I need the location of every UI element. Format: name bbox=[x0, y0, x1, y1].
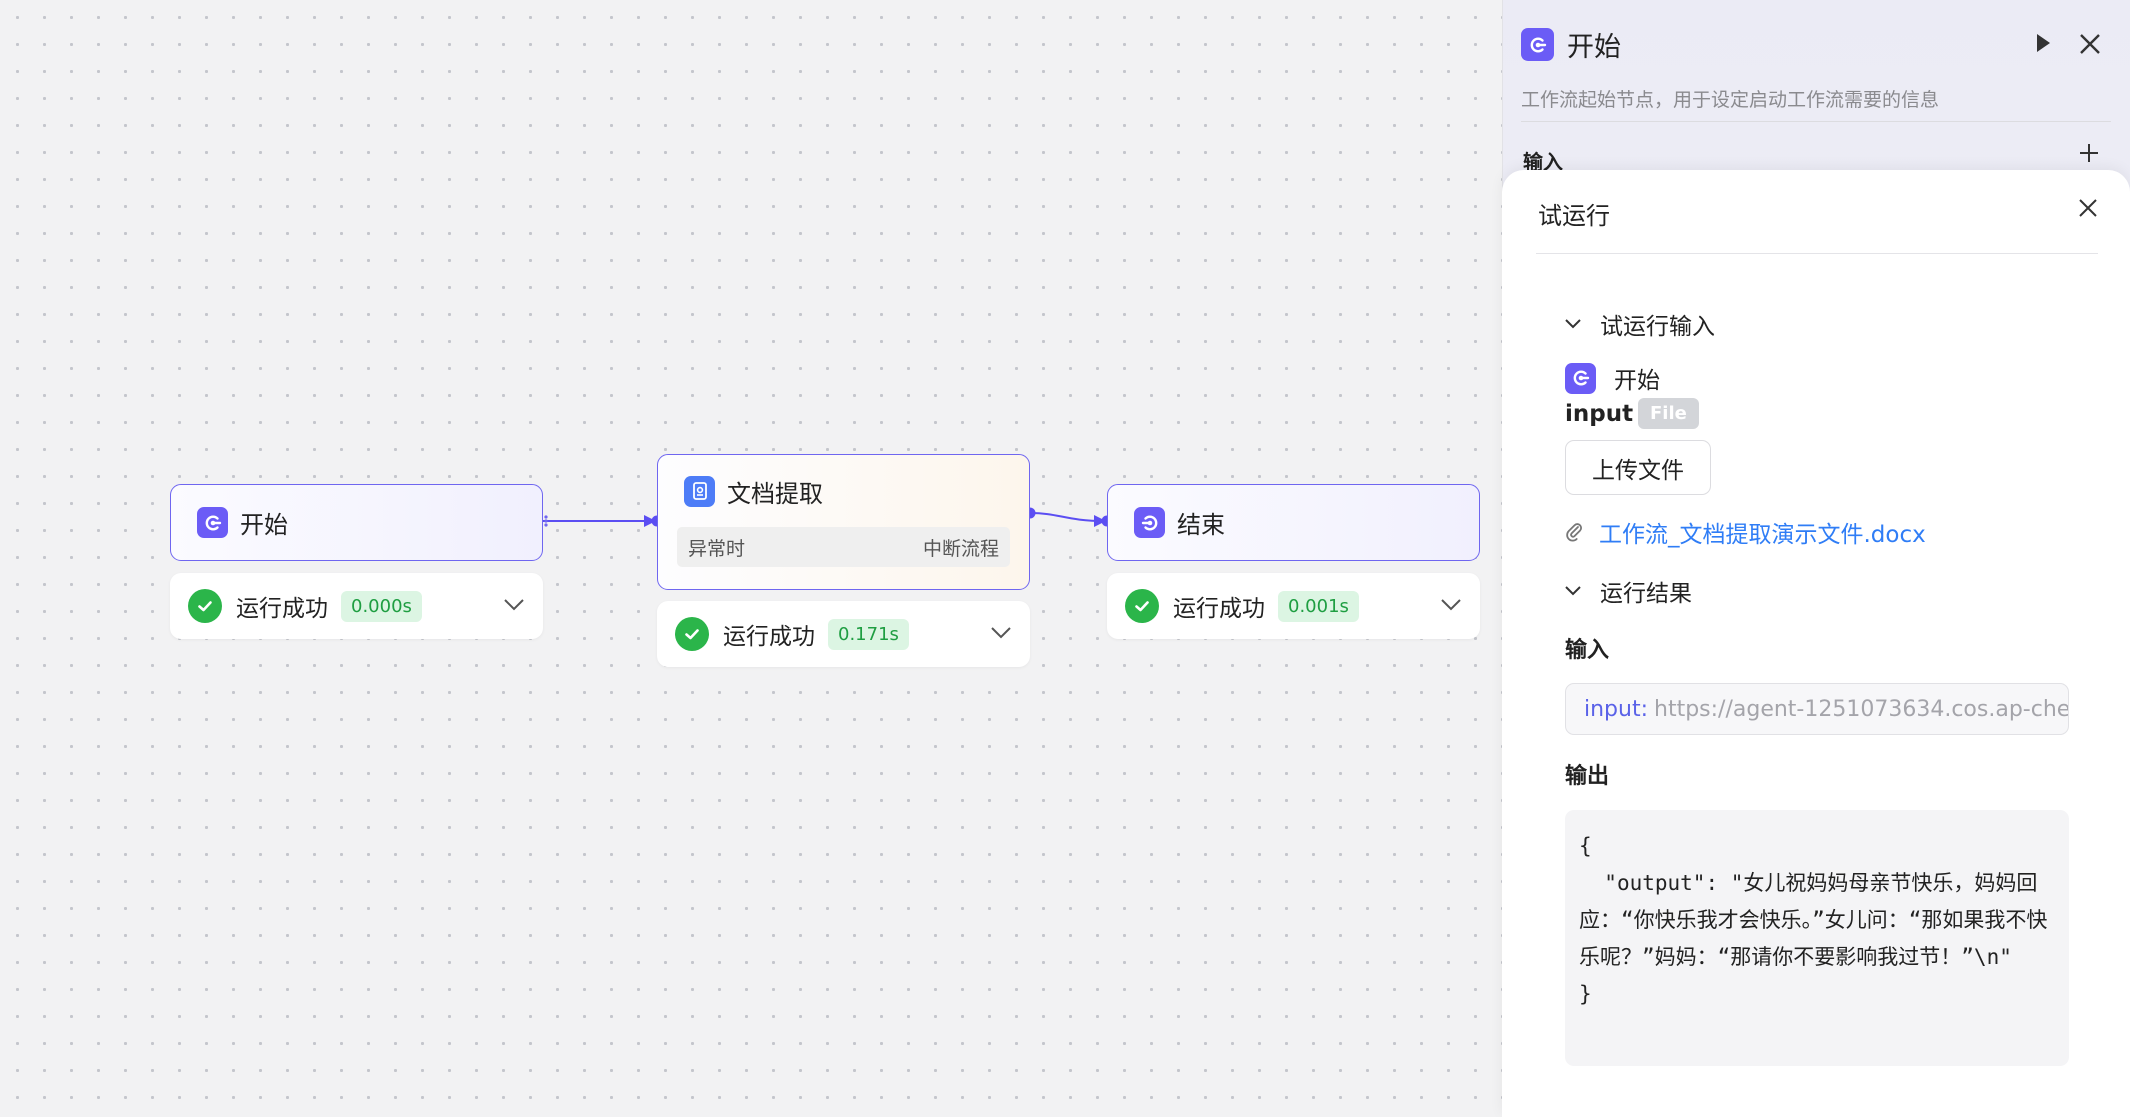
result-input-label: 输入 bbox=[1565, 638, 1610, 663]
success-check-icon bbox=[1125, 589, 1159, 623]
exception-setting: 异常时 中断流程 bbox=[677, 527, 1010, 567]
section-heading: 试运行输入 bbox=[1600, 314, 1715, 340]
edge-arrowhead bbox=[1094, 515, 1106, 527]
success-check-icon bbox=[188, 589, 222, 623]
duration-badge: 0.000s bbox=[341, 590, 422, 622]
doc-extract-icon bbox=[684, 475, 715, 507]
chevron-down-icon[interactable] bbox=[503, 597, 525, 616]
param-name: input bbox=[1565, 401, 1634, 427]
duration-badge: 0.171s bbox=[828, 618, 909, 650]
chevron-down-icon bbox=[1565, 586, 1581, 596]
result-input-key: input: bbox=[1584, 696, 1649, 722]
run-status-bar[interactable]: 运行成功 0.001s bbox=[1107, 573, 1480, 639]
result-input-url: https://agent-1251073634.cos.ap-chengdu bbox=[1654, 696, 2069, 722]
edge-arrowhead bbox=[644, 515, 656, 527]
chevron-down-icon[interactable] bbox=[990, 625, 1012, 644]
test-run-title: 试运行 bbox=[1538, 202, 1610, 230]
file-name-link[interactable]: 工作流_文档提取演示文件.docx bbox=[1599, 522, 1926, 548]
run-status-bar[interactable]: 运行成功 0.000s bbox=[170, 573, 543, 639]
run-status-bar[interactable]: 运行成功 0.171s bbox=[657, 601, 1030, 667]
doc-extract-node[interactable]: 文档提取 异常时 中断流程 bbox=[657, 454, 1030, 590]
chevron-down-icon[interactable] bbox=[1440, 597, 1462, 616]
input-node-row: 开始 bbox=[1565, 361, 1660, 395]
duration-badge: 0.001s bbox=[1278, 590, 1359, 622]
upload-file-button[interactable]: 上传文件 bbox=[1565, 440, 1711, 495]
add-icon[interactable] bbox=[2079, 143, 2099, 167]
node-title: 结束 bbox=[1177, 511, 1225, 539]
divider bbox=[1536, 253, 2098, 254]
close-icon[interactable] bbox=[2079, 33, 2101, 59]
divider bbox=[1521, 121, 2111, 122]
panel-description: 工作流起始节点，用于设定启动工作流需要的信息 bbox=[1521, 89, 1940, 111]
exception-label: 异常时 bbox=[688, 537, 746, 560]
start-node[interactable]: 开始 bbox=[170, 484, 543, 561]
start-icon bbox=[1521, 28, 1554, 61]
chevron-down-icon bbox=[1565, 319, 1581, 329]
result-output-json: { "output": "女儿祝妈妈母亲节快乐，妈妈回应：“你快乐我才会快乐。”… bbox=[1565, 810, 2069, 1066]
close-icon[interactable] bbox=[2078, 198, 2098, 222]
success-check-icon bbox=[675, 617, 709, 651]
start-icon bbox=[197, 507, 228, 538]
end-node[interactable]: 结束 bbox=[1107, 484, 1480, 561]
uploaded-file[interactable]: 工作流_文档提取演示文件.docx bbox=[1565, 515, 1926, 549]
test-run-input-toggle[interactable]: 试运行输入 bbox=[1564, 307, 1715, 341]
play-icon[interactable] bbox=[2035, 33, 2051, 57]
run-result-toggle[interactable]: 运行结果 bbox=[1564, 574, 1692, 608]
result-output-label: 输出 bbox=[1565, 764, 1610, 789]
test-run-panel: 试运行 试运行输入 开始 input File 上传文件 工作流_文档提取演示文… bbox=[1502, 170, 2130, 1117]
status-text: 运行成功 bbox=[723, 624, 815, 650]
paperclip-icon bbox=[1566, 523, 1583, 542]
panel-title: 开始 bbox=[1567, 32, 1621, 63]
edge-extract-to-end bbox=[1029, 512, 1107, 522]
exception-action: 中断流程 bbox=[922, 537, 999, 560]
input-node-name: 开始 bbox=[1614, 368, 1660, 394]
start-icon bbox=[1565, 362, 1596, 394]
section-heading: 运行结果 bbox=[1600, 581, 1692, 607]
node-title: 文档提取 bbox=[727, 479, 823, 508]
end-icon bbox=[1134, 507, 1165, 538]
param-type-badge: File bbox=[1638, 398, 1699, 429]
node-title: 开始 bbox=[240, 511, 288, 539]
result-input-value: input: https://agent-1251073634.cos.ap-c… bbox=[1565, 683, 2069, 735]
status-text: 运行成功 bbox=[1173, 596, 1265, 622]
status-text: 运行成功 bbox=[236, 596, 328, 622]
